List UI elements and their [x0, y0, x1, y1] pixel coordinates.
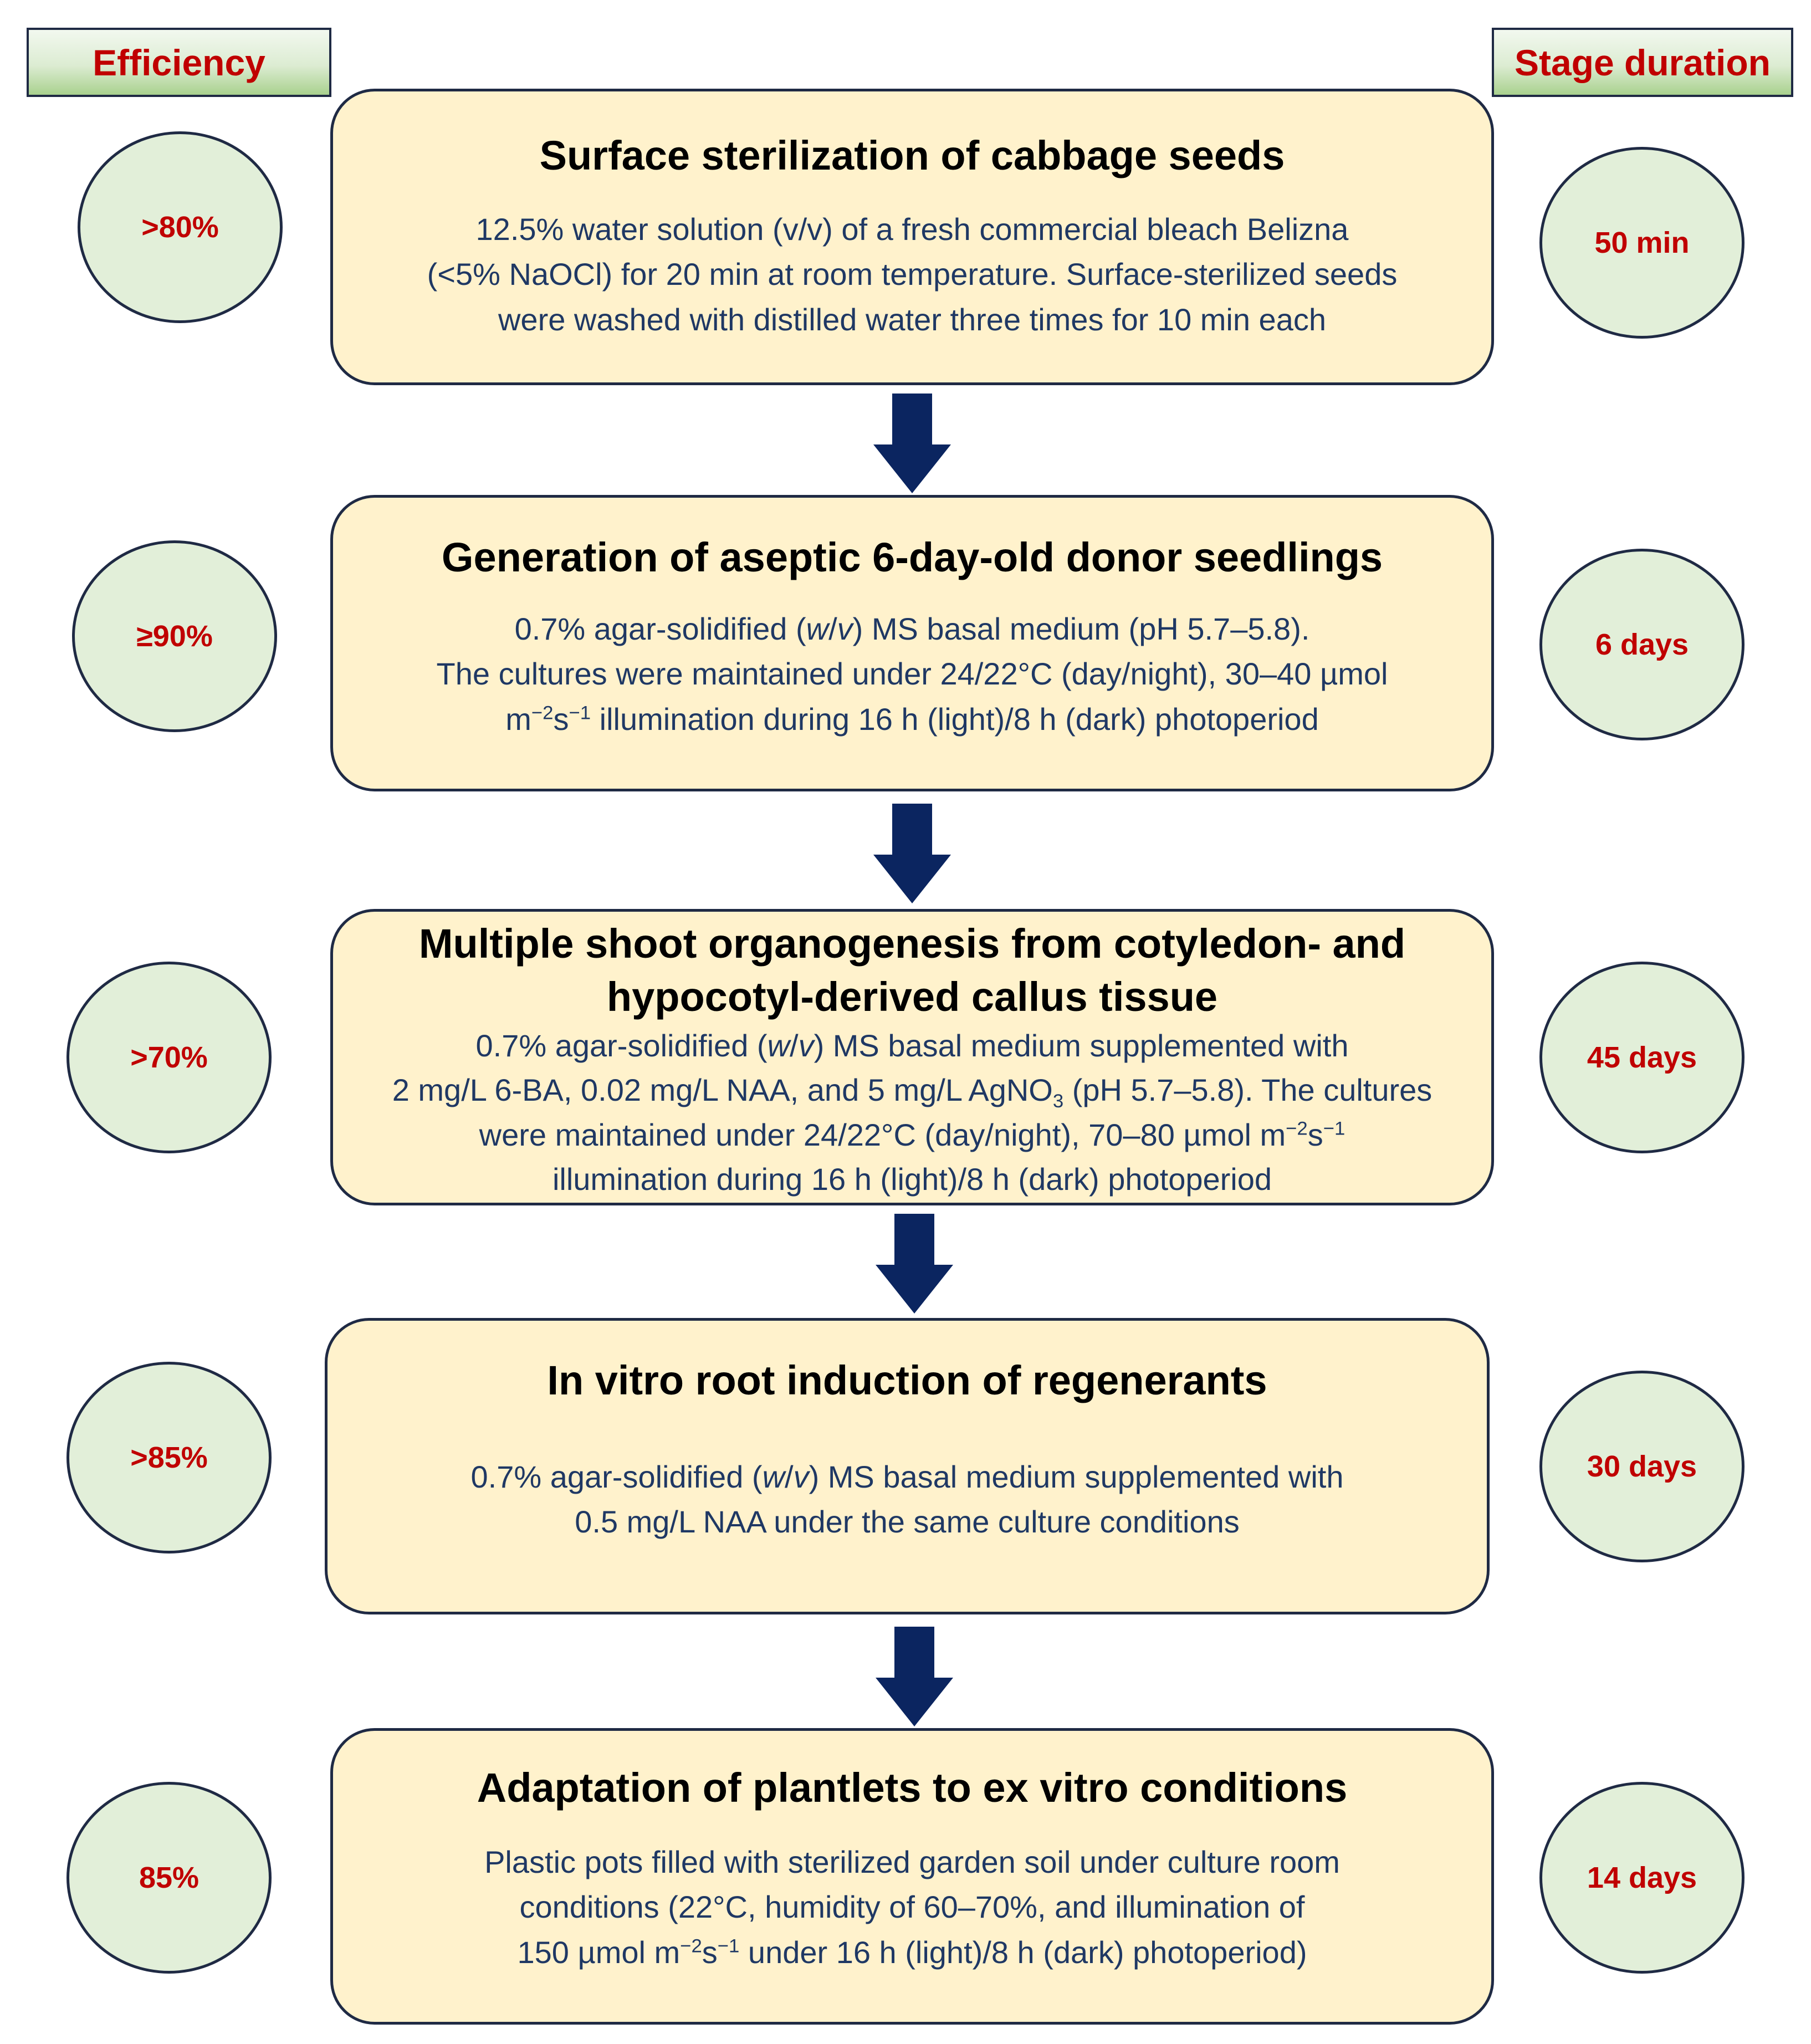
flow-arrow-4 — [876, 1627, 953, 1726]
stage-title-2: Generation of aseptic 6-day-old donor se… — [441, 534, 1383, 580]
stage-box-2: Generation of aseptic 6-day-old donor se… — [330, 495, 1494, 791]
flow-arrow-3 — [876, 1214, 953, 1314]
efficiency-header: Efficiency — [27, 28, 331, 97]
stage-desc-2: 0.7% agar-solidified (w/v) MS basal medi… — [436, 611, 1388, 737]
stage-box-5: Adaptation of plantlets to ex vitro cond… — [330, 1728, 1494, 2025]
duration-circle-2: 6 days — [1539, 549, 1745, 740]
flow-arrow-1 — [873, 394, 951, 493]
stage-box-4: In vitro root induction of regenerants 0… — [325, 1318, 1490, 1614]
efficiency-circle-5: 85% — [66, 1782, 272, 1974]
stage-desc-1: 12.5% water solution (v/v) of a fresh co… — [427, 212, 1398, 337]
stage-title-4: In vitro root induction of regenerants — [547, 1357, 1267, 1403]
efficiency-circle-1: >80% — [78, 131, 283, 323]
stage-duration-header: Stage duration — [1492, 28, 1793, 97]
duration-circle-1: 50 min — [1539, 147, 1745, 339]
duration-circle-3: 45 days — [1539, 962, 1745, 1153]
stage-title-1: Surface sterilization of cabbage seeds — [539, 132, 1285, 178]
stage-title-3: Multiple shoot organogenesis from cotyle… — [418, 921, 1406, 1020]
efficiency-circle-3: >70% — [66, 962, 272, 1153]
duration-circle-4: 30 days — [1539, 1371, 1745, 1562]
stage-box-1: Surface sterilization of cabbage seeds 1… — [330, 89, 1494, 385]
stage-box-3: Multiple shoot organogenesis from cotyle… — [330, 909, 1494, 1205]
flow-arrow-2 — [873, 804, 951, 903]
stage-title-5: Adaptation of plantlets to ex vitro cond… — [477, 1765, 1348, 1811]
duration-circle-5: 14 days — [1539, 1782, 1745, 1974]
stage-desc-3: 0.7% agar-solidified (w/v) MS basal medi… — [392, 1028, 1433, 1197]
efficiency-circle-4: >85% — [66, 1362, 272, 1554]
stage-desc-5: Plastic pots filled with sterilized gard… — [484, 1844, 1340, 1970]
stage-desc-4: 0.7% agar-solidified (w/v) MS basal medi… — [470, 1459, 1344, 1540]
efficiency-circle-2: ≥90% — [72, 540, 277, 732]
